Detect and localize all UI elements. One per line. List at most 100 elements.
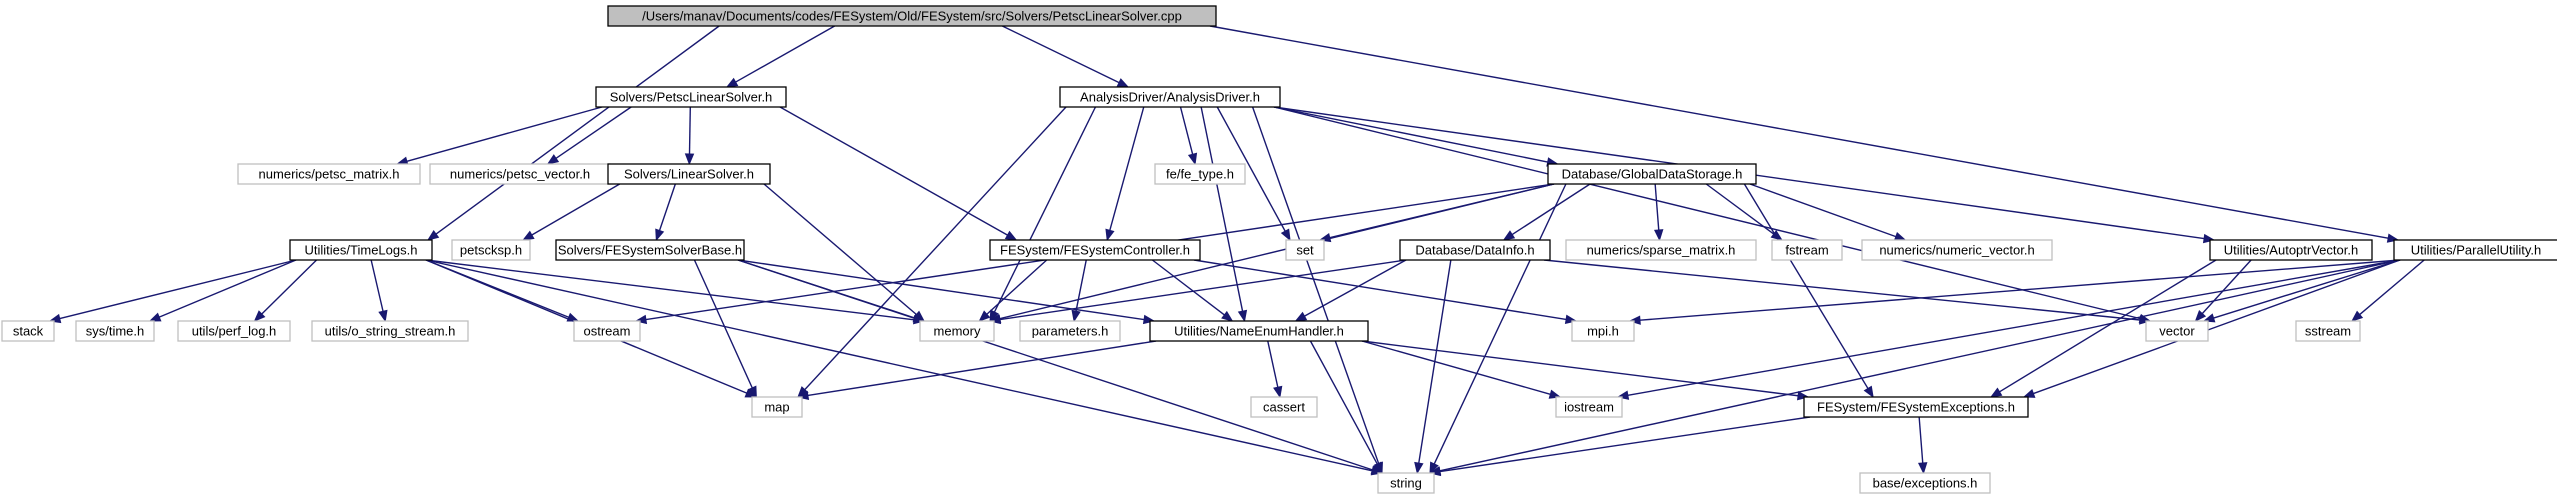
node-box (919, 320, 995, 342)
node-fesystem-exceptions[interactable]: FESystem/FESystemExceptions.h (1803, 396, 2029, 418)
edge-analysis_driver-to-set (1216, 106, 1286, 232)
node-label: numerics/numeric_vector.h (1879, 243, 2034, 258)
node-fesystem-controller[interactable]: FESystem/FESystemController.h (989, 239, 1201, 261)
node-box (1555, 396, 1623, 418)
node-label: base/exceptions.h (1873, 476, 1978, 491)
node-vector: vector (2145, 320, 2209, 342)
edge-timelogs-to-memory (425, 259, 915, 321)
edge-name_enum_handler-to-string (1309, 340, 1378, 465)
edge-analysis_driver-to-fe_type (1179, 106, 1194, 155)
node-root[interactable]: /Users/manav/Documents/codes/FESystem/Ol… (607, 5, 1217, 27)
node-label: vector (2159, 324, 2195, 339)
node-label: /Users/manav/Documents/codes/FESystem/Ol… (642, 9, 1182, 24)
node-box (1, 320, 55, 342)
arrowhead-name_enum_handler-to-fesystem_exceptions (1796, 390, 1810, 401)
node-label: Utilities/NameEnumHandler.h (1174, 324, 1344, 339)
edge-linear_solver-to-memory (763, 183, 917, 316)
node-label: FESystem/FESystemExceptions.h (1817, 400, 2015, 415)
node-box (237, 163, 421, 185)
edge-name_enum_handler-to-iostream (1361, 340, 1551, 395)
node-label: memory (934, 324, 981, 339)
arrowhead-analysis_driver-to-name_enum_handler (1237, 309, 1248, 323)
node-global-data-storage[interactable]: Database/GlobalDataStorage.h (1547, 163, 1757, 185)
edge-root-to-timelogs (435, 25, 720, 235)
node-name-enum-handler[interactable]: Utilities/NameEnumHandler.h (1149, 320, 1369, 342)
edge-analysis_driver-to-vector (1273, 106, 2141, 320)
edge-petsc_ls_h-to-petsc_matrix (406, 106, 603, 162)
node-box (555, 239, 745, 261)
node-label: cassert (1263, 400, 1305, 415)
node-label: Database/DataInfo.h (1415, 243, 1534, 258)
edge-analysis_driver-to-name_enum_handler (1200, 106, 1244, 312)
arrowhead-linear_solver-to-petscksp (522, 230, 535, 241)
edge-parallel_utility-to-vector (2213, 259, 2401, 319)
edge-global_data_storage-to-sparse_matrix (1654, 183, 1660, 231)
node-string-stream: utils/o_string_stream.h (311, 320, 469, 342)
edge-linear_solver-to-petscksp (531, 183, 621, 236)
node-label: ostream (584, 324, 631, 339)
arrowhead-root-to-petsc_ls_h (725, 77, 739, 88)
node-petsc-matrix: numerics/petsc_matrix.h (237, 163, 421, 185)
edge-petsc_ls_h-to-petsc_vector (555, 106, 632, 159)
arrowhead-data_info-to-vector (2139, 315, 2152, 325)
arrowhead-linear_solver-to-fesystem_solver_base (655, 228, 665, 242)
edge-data_info-to-name_enum_handler (1304, 259, 1407, 317)
node-label: numerics/petsc_vector.h (450, 167, 590, 182)
node-parallel-utility[interactable]: Utilities/ParallelUtility.h (2393, 239, 2557, 261)
node-box (1803, 396, 2029, 418)
arrowhead-parallel_utility-to-vector (2202, 313, 2216, 323)
edge-fesystem_controller-to-name_enum_handler (1151, 259, 1225, 316)
node-box (2209, 239, 2373, 261)
node-box (1571, 320, 1635, 342)
node-box (1565, 239, 1757, 261)
node-string: string (1377, 472, 1435, 494)
node-fesystem-solver-base[interactable]: Solvers/FESystemSolverBase.h (555, 239, 745, 261)
node-box (1019, 320, 1121, 342)
node-box (311, 320, 469, 342)
edge-data_info-to-vector (1543, 259, 2141, 321)
edge-analysis_driver-to-string (1251, 106, 1380, 464)
arrowhead-global_data_storage-to-numeric_vector (1893, 231, 1907, 241)
node-base-exceptions: base/exceptions.h (1859, 472, 1991, 494)
node-label: numerics/sparse_matrix.h (1587, 243, 1736, 258)
node-petsc-ls-h[interactable]: Solvers/PetscLinearSolver.h (595, 86, 787, 108)
node-box (75, 320, 155, 342)
edge-name_enum_handler-to-cassert (1267, 340, 1279, 388)
node-box (751, 396, 803, 418)
node-timelogs[interactable]: Utilities/TimeLogs.h (289, 239, 433, 261)
arrowhead-parallel_utility-to-fesystem_exceptions (2022, 388, 2036, 398)
edge-parallel_utility-to-fesystem_exceptions (2033, 259, 2401, 395)
node-box (1285, 239, 1325, 261)
node-petsc-vector: numerics/petsc_vector.h (429, 163, 611, 185)
node-label: fstream (1785, 243, 1828, 258)
node-label: fe/fe_type.h (1166, 167, 1234, 182)
node-data-info[interactable]: Database/DataInfo.h (1399, 239, 1551, 261)
node-iostream: iostream (1555, 396, 1623, 418)
edge-analysis_driver-to-memory (993, 106, 1097, 313)
node-linear-solver[interactable]: Solvers/LinearSolver.h (607, 163, 771, 185)
node-box (1861, 239, 2053, 261)
edge-linear_solver-to-fesystem_solver_base (658, 183, 677, 231)
arrowhead-name_enum_handler-to-cassert (1273, 385, 1283, 399)
node-label: iostream (1564, 400, 1614, 415)
edge-petsc_ls_h-to-linear_solver (688, 106, 691, 155)
node-label: Utilities/TimeLogs.h (305, 243, 418, 258)
node-fstream: fstream (1771, 239, 1843, 261)
node-memory: memory (919, 320, 995, 342)
node-analysis-driver[interactable]: AnalysisDriver/AnalysisDriver.h (1059, 86, 1281, 108)
node-box (1154, 163, 1246, 185)
edge-fesystem_controller-to-memory (986, 259, 1048, 315)
arrowhead-petsc_ls_h-to-fesystem_controller (1004, 230, 1018, 241)
node-label: Solvers/PetscLinearSolver.h (610, 90, 773, 105)
edge-fesystem_controller-to-mpi (1193, 259, 1567, 321)
edge-parallel_utility-to-sstream (2359, 259, 2425, 316)
edge-root-to-parallel_utility (1209, 25, 2389, 239)
edge-timelogs-to-string_stream (370, 259, 384, 312)
node-label: utils/o_string_stream.h (325, 324, 456, 339)
arrowhead-analysis_driver-to-memory (989, 309, 999, 323)
node-autoptr-vector[interactable]: Utilities/AutoptrVector.h (2209, 239, 2373, 261)
edge-global_data_storage-to-fstream (1705, 183, 1775, 235)
arrowhead-timelogs-to-sys_time (148, 312, 162, 322)
edge-fesystem_solver_base-to-map (693, 259, 753, 389)
node-label: set (1296, 243, 1314, 258)
